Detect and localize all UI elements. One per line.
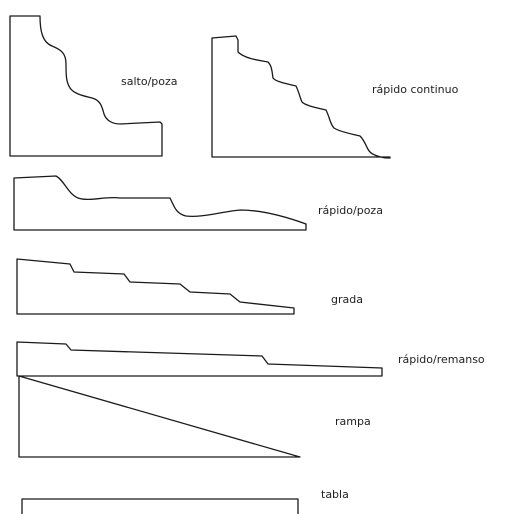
profile-rampa: rampa: [18, 375, 371, 458]
profile-salto-poza-outline: [9, 15, 163, 157]
profile-grada-outline: [16, 258, 295, 315]
label-grada: grada: [331, 293, 363, 306]
profile-rapido-continuo: rápido continuo: [211, 35, 459, 159]
profile-rapido-remanso: rápido/remanso: [16, 341, 485, 377]
profile-rapido-remanso-outline: [16, 341, 383, 377]
label-salto-poza: salto/poza: [121, 75, 178, 88]
profile-tabla-outline: [21, 498, 299, 514]
profile-grada: grada: [16, 258, 363, 315]
label-rapido-poza: rápido/poza: [318, 204, 383, 217]
label-rampa: rampa: [335, 415, 371, 428]
profile-rapido-poza-outline: [13, 175, 307, 231]
profile-salto-poza: salto/poza: [9, 15, 178, 157]
label-rapido-continuo: rápido continuo: [372, 83, 459, 96]
profile-rampa-outline: [18, 375, 301, 458]
profile-tabla: tabla: [21, 488, 349, 514]
label-rapido-remanso: rápido/remanso: [398, 353, 485, 366]
profile-rapido-continuo-outline: [211, 35, 391, 159]
label-tabla: tabla: [321, 488, 349, 501]
profile-rapido-poza: rápido/poza: [13, 175, 383, 231]
